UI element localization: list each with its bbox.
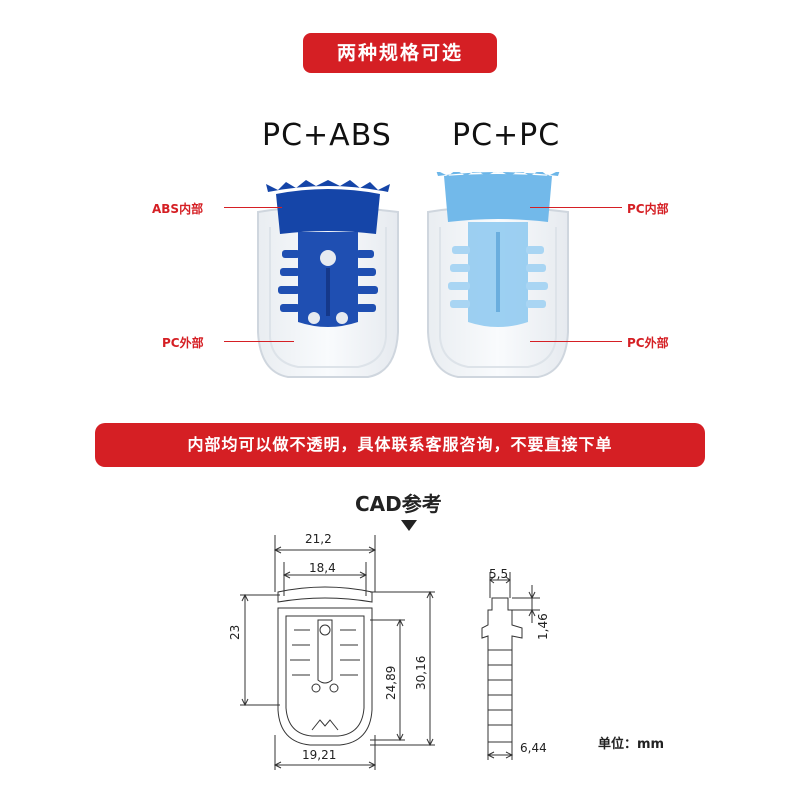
abs-inner-label: ABS内部 xyxy=(152,202,204,216)
notice-banner: 内部均可以做不透明，具体联系客服咨询，不要直接下单 xyxy=(95,423,705,467)
unit-label: 单位：mm xyxy=(598,737,665,752)
dim-side-top: 5,5 xyxy=(489,567,509,581)
dim-height-left: 23 xyxy=(228,624,242,640)
dim-total-height: 30,16 xyxy=(414,655,428,690)
dim-bottom-width: 19,21 xyxy=(302,748,337,762)
product-title-pc-pc: PC+PC xyxy=(452,118,561,153)
cad-title: CAD参考 xyxy=(355,492,442,516)
dim-inner-width: 18,4 xyxy=(309,561,336,575)
abs-outer-leader xyxy=(224,341,294,342)
dim-side-bottom: 6,44 xyxy=(520,741,547,755)
pc-pc-clip-image xyxy=(427,172,569,378)
dim-inner-height: 24,89 xyxy=(384,665,398,700)
pc-outer-label: PC外部 xyxy=(627,336,669,350)
cad-drawing xyxy=(240,535,540,770)
pc-inner-label: PC内部 xyxy=(627,202,669,216)
product-title-pc-abs: PC+ABS xyxy=(262,118,392,153)
dim-top-width: 21,2 xyxy=(305,532,332,546)
pc-abs-clip-image xyxy=(257,180,399,378)
dim-side-cap: 1,46 xyxy=(536,613,550,640)
cad-arrow-icon xyxy=(401,520,417,531)
spec-options-badge: 两种规格可选 xyxy=(303,33,497,73)
pc-inner-leader xyxy=(530,207,622,208)
product-photo xyxy=(257,172,569,378)
pc-outer-leader xyxy=(530,341,622,342)
abs-outer-label: PC外部 xyxy=(162,336,204,350)
abs-inner-leader xyxy=(224,207,282,208)
